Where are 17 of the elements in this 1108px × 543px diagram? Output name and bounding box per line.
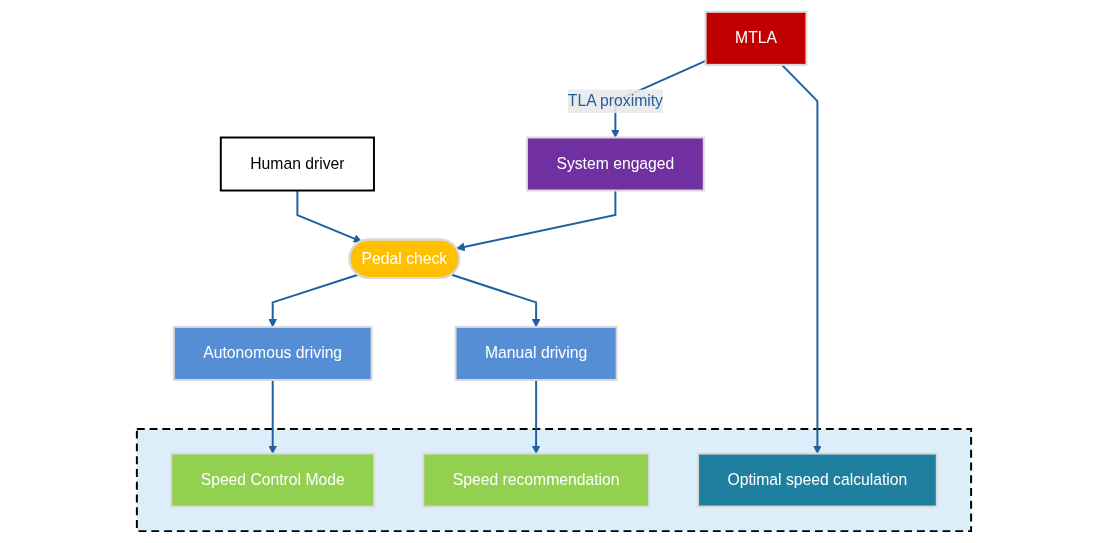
node-box: System engaged xyxy=(526,136,705,192)
node-box: MTLA xyxy=(704,10,808,66)
arrow xyxy=(450,273,541,328)
cluster xyxy=(135,428,973,533)
node-box: Autonomous driving xyxy=(172,325,373,381)
arrow xyxy=(268,273,359,328)
arrow xyxy=(531,378,541,454)
node-box: Optimal speed calculation xyxy=(697,452,938,508)
arrow xyxy=(456,189,617,252)
node-box: Speed Control Mode xyxy=(170,452,376,508)
node-box: Manual driving xyxy=(454,325,618,381)
node-box: Speed recommendation xyxy=(422,452,650,508)
edge-label: TLA proximity xyxy=(567,92,663,110)
node-box: Human driver xyxy=(219,136,375,192)
arrow xyxy=(780,63,822,454)
arrow xyxy=(296,189,363,243)
arrow xyxy=(268,378,277,454)
